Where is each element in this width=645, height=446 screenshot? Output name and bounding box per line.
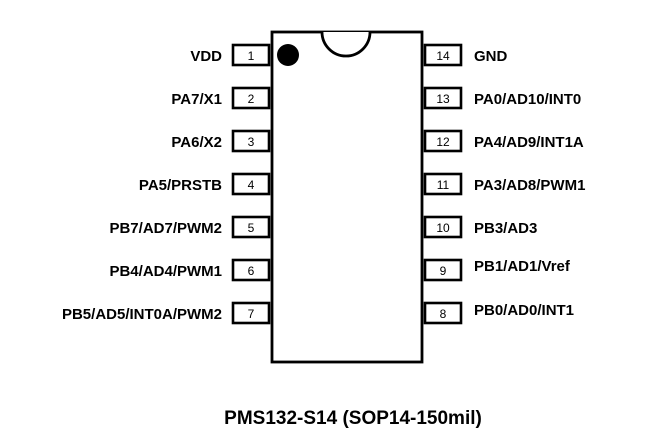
pin-label: GND bbox=[474, 48, 508, 65]
pin-number: 12 bbox=[436, 135, 450, 149]
right-pin-14: 14 GND bbox=[423, 43, 508, 67]
pin-box bbox=[423, 215, 463, 239]
pin-number: 1 bbox=[248, 49, 255, 63]
chip-notch bbox=[320, 31, 372, 58]
pin-box bbox=[231, 215, 271, 239]
pin-box bbox=[231, 258, 271, 282]
left-pin-7: 7 PB5/AD5/INT0A/PWM2 bbox=[62, 301, 271, 325]
pin-number: 3 bbox=[248, 135, 255, 149]
pin-box bbox=[423, 301, 463, 325]
pin-number: 4 bbox=[248, 178, 255, 192]
pin-label: PA5/PRSTB bbox=[139, 177, 222, 194]
pin-label: PB1/AD1/Vref bbox=[474, 258, 571, 275]
pin-box bbox=[423, 43, 463, 67]
pin-box bbox=[423, 86, 463, 110]
left-pin-4: 4 PA5/PRSTB bbox=[139, 172, 271, 196]
pin-label: PB3/AD3 bbox=[474, 220, 537, 237]
pin-label: PA0/AD10/INT0 bbox=[474, 91, 581, 108]
left-pin-3: 3 PA6/X2 bbox=[171, 129, 271, 153]
left-pin-1: 1 VDD bbox=[190, 43, 271, 67]
pin-label: PA3/AD8/PWM1 bbox=[474, 177, 585, 194]
pin-box bbox=[423, 258, 463, 282]
pin-number: 13 bbox=[436, 92, 450, 106]
pin-label: PA7/X1 bbox=[171, 91, 222, 108]
pin-number: 7 bbox=[248, 307, 255, 321]
left-pin-6: 6 PB4/AD4/PWM1 bbox=[109, 258, 271, 282]
chip-body bbox=[270, 30, 424, 364]
pin-box bbox=[231, 301, 271, 325]
pin-box bbox=[231, 172, 271, 196]
pin-number: 2 bbox=[248, 92, 255, 106]
pin-number: 9 bbox=[440, 264, 447, 278]
right-pin-8: 8 PB0/AD0/INT1 bbox=[423, 301, 574, 325]
pin-number: 5 bbox=[248, 221, 255, 235]
pin-box bbox=[423, 172, 463, 196]
pin-label: PA4/AD9/INT1A bbox=[474, 134, 584, 151]
pin-label: PB7/AD7/PWM2 bbox=[109, 220, 222, 237]
pin-label: PB4/AD4/PWM1 bbox=[109, 263, 222, 280]
pin-label: VDD bbox=[190, 48, 222, 65]
package-caption: PMS132-S14 (SOP14-150mil) bbox=[224, 408, 482, 429]
pin-number: 6 bbox=[248, 264, 255, 278]
pin1-indicator-dot bbox=[277, 44, 299, 66]
right-pin-13: 13 PA0/AD10/INT0 bbox=[423, 86, 581, 110]
pin-box bbox=[231, 129, 271, 153]
pin-number: 11 bbox=[437, 178, 450, 192]
pin-label: PA6/X2 bbox=[171, 134, 222, 151]
pin-box bbox=[231, 86, 271, 110]
pin-number: 10 bbox=[436, 221, 450, 235]
right-pin-9: 9 PB1/AD1/Vref bbox=[423, 258, 571, 282]
pin-label: PB0/AD0/INT1 bbox=[474, 302, 574, 319]
left-pin-5: 5 PB7/AD7/PWM2 bbox=[109, 215, 271, 239]
left-pin-2: 2 PA7/X1 bbox=[171, 86, 271, 110]
pin-number: 14 bbox=[436, 49, 450, 63]
pin-box bbox=[231, 43, 271, 67]
pin-label: PB5/AD5/INT0A/PWM2 bbox=[62, 306, 222, 323]
right-pin-11: 11 PA3/AD8/PWM1 bbox=[423, 172, 585, 196]
right-pin-10: 10 PB3/AD3 bbox=[423, 215, 537, 239]
pin-number: 8 bbox=[440, 307, 447, 321]
right-pin-12: 12 PA4/AD9/INT1A bbox=[423, 129, 584, 153]
pin-box bbox=[423, 129, 463, 153]
